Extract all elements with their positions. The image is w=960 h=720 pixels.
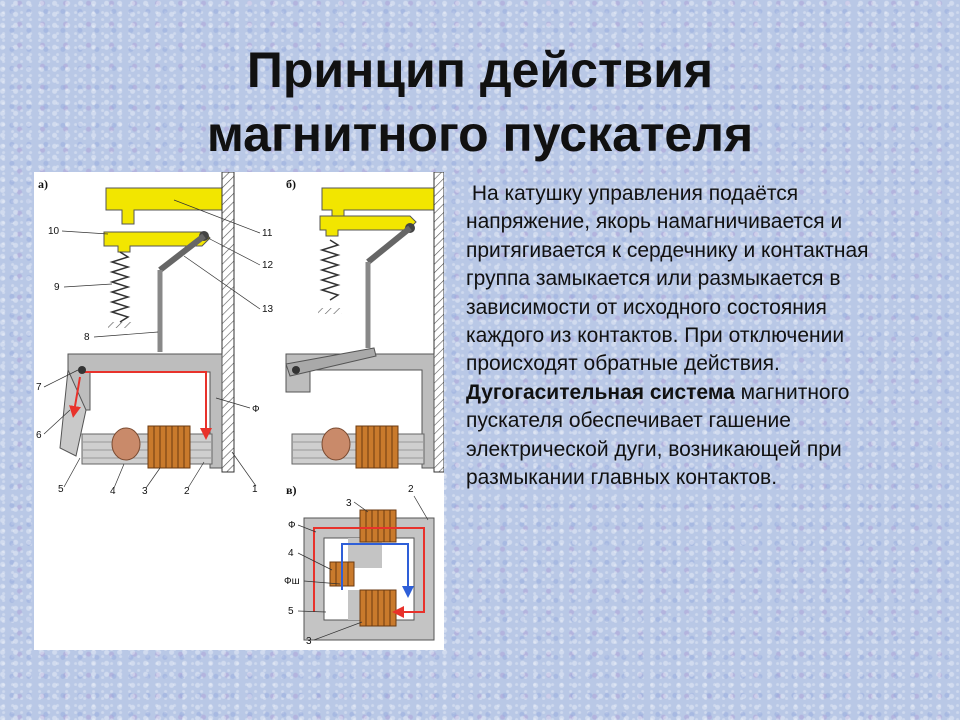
label-c-3-bottom: 3 — [306, 636, 312, 647]
coil-c-top — [359, 509, 397, 543]
shading-ring-a — [111, 427, 141, 461]
flux-path-a — [82, 371, 212, 440]
label-3: 3 — [142, 486, 148, 497]
label-4: 4 — [110, 486, 116, 497]
fixed-contact-a — [105, 187, 223, 225]
label-10: 10 — [48, 226, 60, 237]
label-9: 9 — [54, 282, 60, 293]
shunt-flux-path-c — [341, 543, 414, 598]
wall-b — [433, 172, 444, 473]
title-line-2: магнитного пускателя — [206, 106, 754, 162]
coil-b — [355, 425, 399, 469]
label-7: 7 — [36, 382, 42, 393]
shading-ring-b — [321, 427, 351, 461]
label-c-3-top: 3 — [346, 498, 352, 509]
coil-c-bottom — [359, 589, 397, 627]
label-c-4: 4 — [288, 548, 294, 559]
core-a — [81, 433, 213, 465]
starter-diagram: а) — [34, 172, 444, 650]
lever-a — [158, 233, 206, 273]
label-6: 6 — [36, 430, 42, 441]
label-2: 2 — [184, 486, 190, 497]
lever-b — [366, 225, 412, 265]
label-13: 13 — [262, 304, 274, 315]
label-c-F: Ф — [288, 520, 296, 531]
spring-a — [109, 251, 131, 323]
slide-title: Принцип действия магнитного пускателя — [0, 38, 960, 166]
spring-b — [319, 239, 341, 301]
label-c-2: 2 — [408, 484, 414, 495]
flux-path-c — [313, 527, 425, 618]
armature-pivot-a — [78, 366, 86, 374]
label-11: 11 — [262, 228, 273, 239]
coil-a — [147, 425, 191, 469]
spring-base-a — [108, 322, 132, 328]
title-line-1: Принцип действия — [246, 42, 714, 98]
label-8: 8 — [84, 332, 90, 343]
leader-lines-a — [43, 199, 261, 489]
label-c-Fsh: Фш — [284, 576, 300, 587]
moving-contact-b — [319, 215, 417, 237]
label-5: 5 — [58, 484, 64, 495]
panel-label-c: в) — [286, 483, 296, 497]
panel-label-a: а) — [38, 177, 48, 191]
label-c-5: 5 — [288, 606, 294, 617]
description-text: На катушку управления подаётся напряжени… — [466, 180, 906, 492]
arc-suppression-text: магнитного пускателя обеспечивает гашени… — [466, 380, 850, 490]
label-1: 1 — [252, 484, 258, 495]
panel-label-b: б) — [286, 177, 296, 191]
label-12: 12 — [262, 260, 274, 271]
armature-b — [285, 347, 377, 377]
arc-suppression-heading: Дугогасительная система — [466, 380, 735, 404]
leader-lines-c — [297, 495, 429, 641]
description-paragraph-2: Дугогасительная система магнитного пуска… — [466, 379, 906, 493]
operation-text: На катушку управления подаётся напряжени… — [466, 182, 869, 376]
wall-a — [221, 172, 235, 473]
starter-diagram-svg: а) — [36, 172, 444, 647]
description-paragraph-1: На катушку управления подаётся напряжени… — [466, 180, 906, 379]
label-F: Ф — [252, 404, 260, 415]
